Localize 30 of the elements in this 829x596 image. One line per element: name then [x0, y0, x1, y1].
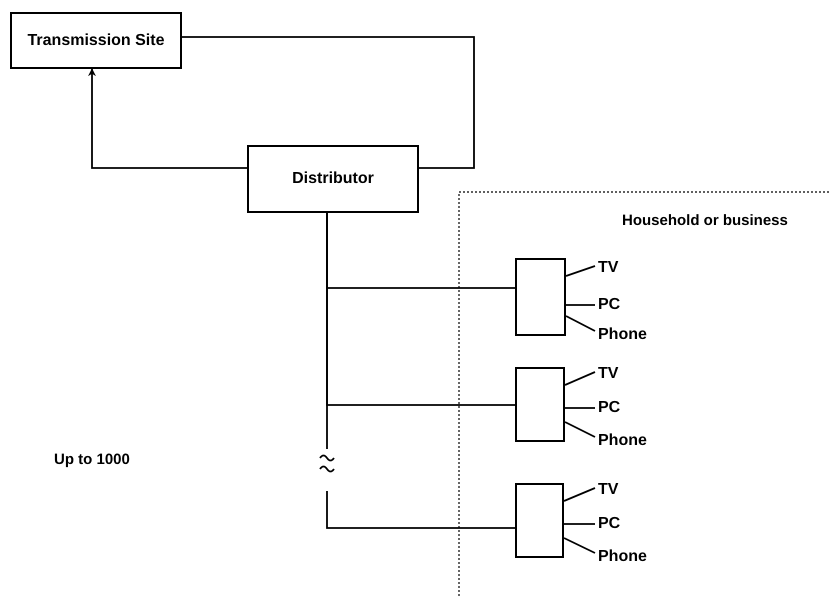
- connector-line: [566, 315, 596, 332]
- connector-line: [564, 487, 596, 502]
- device-label: PC: [598, 398, 628, 418]
- device-label: PC: [598, 514, 628, 534]
- box-label: Transmission Site: [28, 32, 164, 50]
- connector-line: [564, 537, 596, 554]
- device-label: Phone: [598, 547, 658, 567]
- connector-line: [564, 421, 596, 438]
- connector-line: [88, 68, 247, 169]
- box-label: Distributor: [292, 170, 374, 188]
- outlet-box: [515, 367, 565, 442]
- connector-line: [565, 407, 595, 409]
- note-label: Up to 1000: [54, 451, 130, 468]
- device-label: Phone: [598, 431, 658, 451]
- device-label: TV: [598, 258, 628, 278]
- device-label: PC: [598, 295, 628, 315]
- outlet-box: [515, 483, 564, 558]
- device-label: Phone: [598, 325, 658, 345]
- device-label: TV: [598, 364, 628, 384]
- process-box: [247, 145, 419, 213]
- note-label: Household or business: [622, 212, 788, 229]
- connector-line: [182, 36, 475, 169]
- connector-line: [326, 213, 515, 529]
- process-box: [10, 12, 182, 69]
- connector-line: [564, 523, 595, 525]
- device-label: TV: [598, 480, 628, 500]
- connector-line: [564, 371, 596, 386]
- outlet-box: [515, 258, 566, 336]
- connector-line: [566, 304, 595, 306]
- connector-line: [566, 265, 596, 277]
